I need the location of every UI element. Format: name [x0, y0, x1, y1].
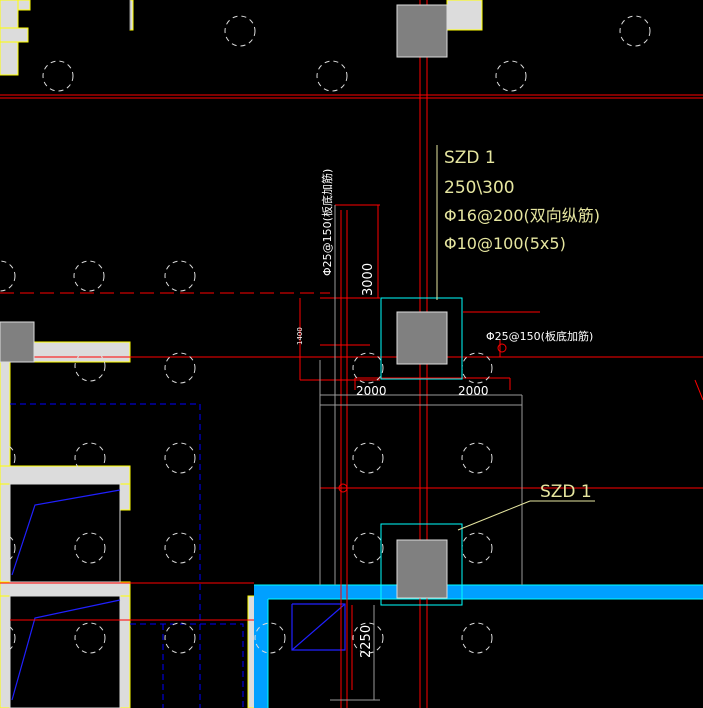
wall-outlines [0, 0, 483, 708]
dimension-2000-right: 2000 [458, 384, 489, 398]
columns [0, 4, 448, 599]
column-tag-long-bars: Φ16@200(双向纵筋) [444, 206, 600, 225]
room-panels [9, 483, 121, 708]
column-tag-name: SZD 1 [444, 148, 496, 168]
column-tag-stirrups: Φ10@100(5x5) [444, 234, 566, 253]
beam-cyan [254, 585, 703, 708]
dimension-3000: 3000 [361, 263, 376, 296]
dimension-2000-left: 2000 [356, 384, 387, 398]
room-blue-strokes [11, 489, 346, 701]
dashed-blue-outline [10, 403, 244, 708]
rebar-note-vertical: Φ25@150(板底加筋) [320, 169, 334, 276]
tag-bracket [436, 145, 595, 531]
axis-markers [338, 343, 703, 493]
column-cyan-outlines [380, 297, 463, 606]
column-tag-size: 250\300 [444, 178, 515, 198]
leader-label: SZD 1 [540, 482, 592, 502]
dimension-2250: 2250 [359, 625, 374, 658]
dimension-1400: 1400 [296, 327, 304, 345]
guide-lines [129, 0, 523, 701]
rebar-note-horizontal: Φ25@150(板底加筋) [486, 329, 593, 343]
